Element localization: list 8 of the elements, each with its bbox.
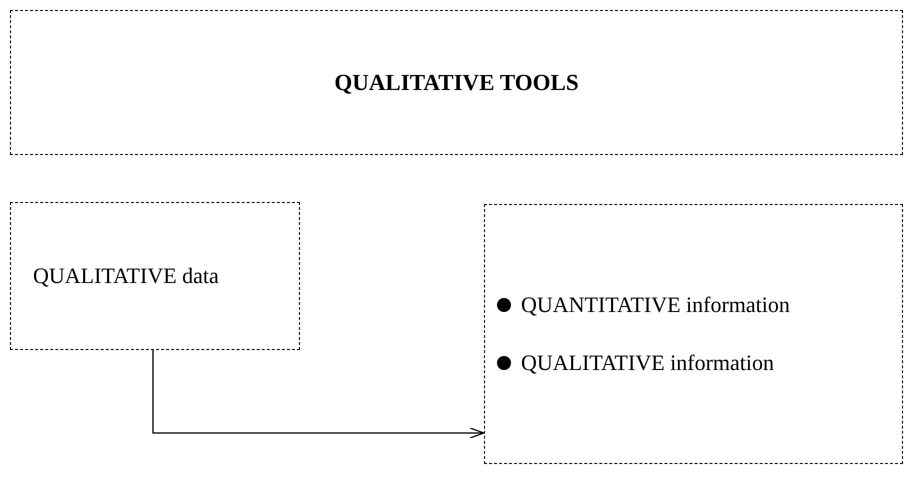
list-item-text: QUANTITATIVE information [521,292,790,318]
dashed-box [10,10,903,155]
dashed-box [484,204,903,464]
list-item-text: QUALITATIVE information [521,350,774,376]
heading-text: QUALITATIVE TOOLS [334,70,579,96]
box-text: QUALITATIVE data [33,263,219,289]
dashed-box [10,202,300,350]
arrow [152,350,485,439]
